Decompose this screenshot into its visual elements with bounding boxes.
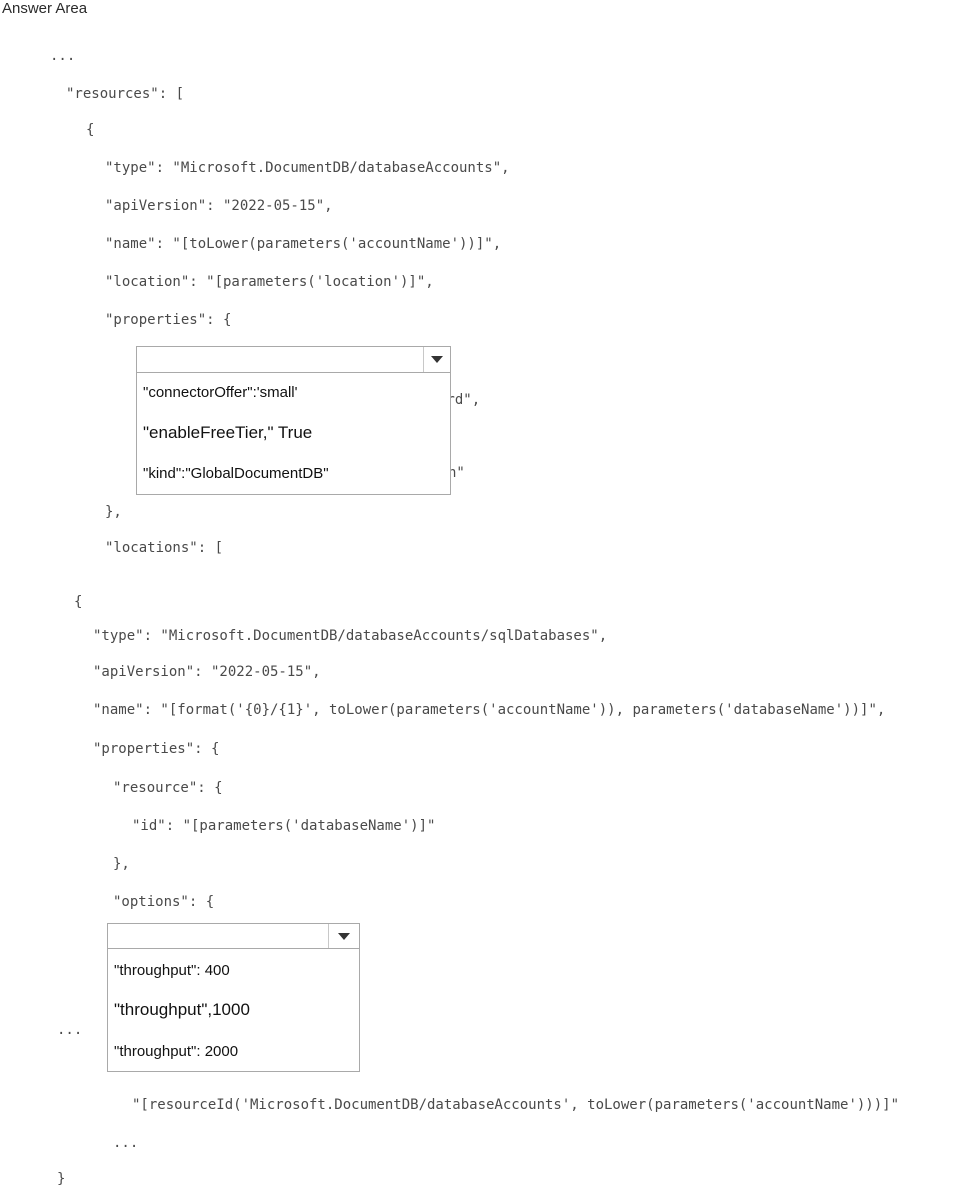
code-api-version-1: "apiVersion": "2022-05-15", xyxy=(105,198,333,214)
code-properties-1: "properties": { xyxy=(105,312,232,328)
dropdown-option-connector-offer[interactable]: "connectorOffer":'small' xyxy=(143,384,298,401)
code-ellipsis-left: ... xyxy=(57,1022,83,1038)
chevron-down-icon[interactable] xyxy=(328,924,359,948)
code-api-version-2: "apiVersion": "2022-05-15", xyxy=(93,664,321,680)
dropdown-option-throughput-2000[interactable]: "throughput": 2000 xyxy=(114,1043,239,1060)
code-properties-2: "properties": { xyxy=(93,741,220,757)
properties-dropdown-select[interactable] xyxy=(137,347,450,373)
code-resource-id: "[resourceId('Microsoft.DocumentDB/datab… xyxy=(132,1097,900,1113)
code-id-line: "id": "[parameters('databaseName')]" xyxy=(132,818,436,834)
dropdown-option-kind[interactable]: "kind":"GlobalDocumentDB" xyxy=(143,465,329,482)
dropdown-option-enable-free-tier[interactable]: "enableFreeTier," True xyxy=(143,423,313,442)
code-brace-close-final: } xyxy=(57,1171,66,1187)
chevron-down-icon[interactable] xyxy=(423,347,450,372)
code-resource-open: "resource": { xyxy=(113,780,223,796)
code-brace-open-2: { xyxy=(74,594,83,610)
code-type-2: "type": "Microsoft.DocumentDB/databaseAc… xyxy=(93,628,608,644)
code-name-2: "name": "[format('{0}/{1}', toLower(para… xyxy=(93,702,886,718)
code-ellipsis-bottom: ... xyxy=(113,1135,139,1151)
code-hidden-fragment-2: n" xyxy=(448,465,465,481)
code-resource-close: }, xyxy=(113,856,130,872)
code-brace-open-1: { xyxy=(86,122,95,138)
code-ellipsis-top: ... xyxy=(50,48,76,64)
code-locations-1: "locations": [ xyxy=(105,540,224,556)
code-options-open: "options": { xyxy=(113,894,215,910)
code-properties-close-1: }, xyxy=(105,504,122,520)
code-name-1: "name": "[toLower(parameters('accountNam… xyxy=(105,236,502,252)
code-location-1: "location": "[parameters('location')]", xyxy=(105,274,434,290)
dropdown-option-throughput-1000[interactable]: "throughput",1000 xyxy=(114,1000,250,1019)
properties-dropdown[interactable]: "connectorOffer":'small' "enableFreeTier… xyxy=(136,346,451,495)
code-resources-open: "resources": [ xyxy=(66,86,185,102)
code-type-1: "type": "Microsoft.DocumentDB/databaseAc… xyxy=(105,160,510,176)
answer-area-title: Answer Area xyxy=(2,0,88,17)
dropdown-option-throughput-400[interactable]: "throughput": 400 xyxy=(114,962,230,979)
options-dropdown[interactable]: "throughput": 400 "throughput",1000 "thr… xyxy=(107,923,360,1072)
options-dropdown-select[interactable] xyxy=(108,924,359,949)
